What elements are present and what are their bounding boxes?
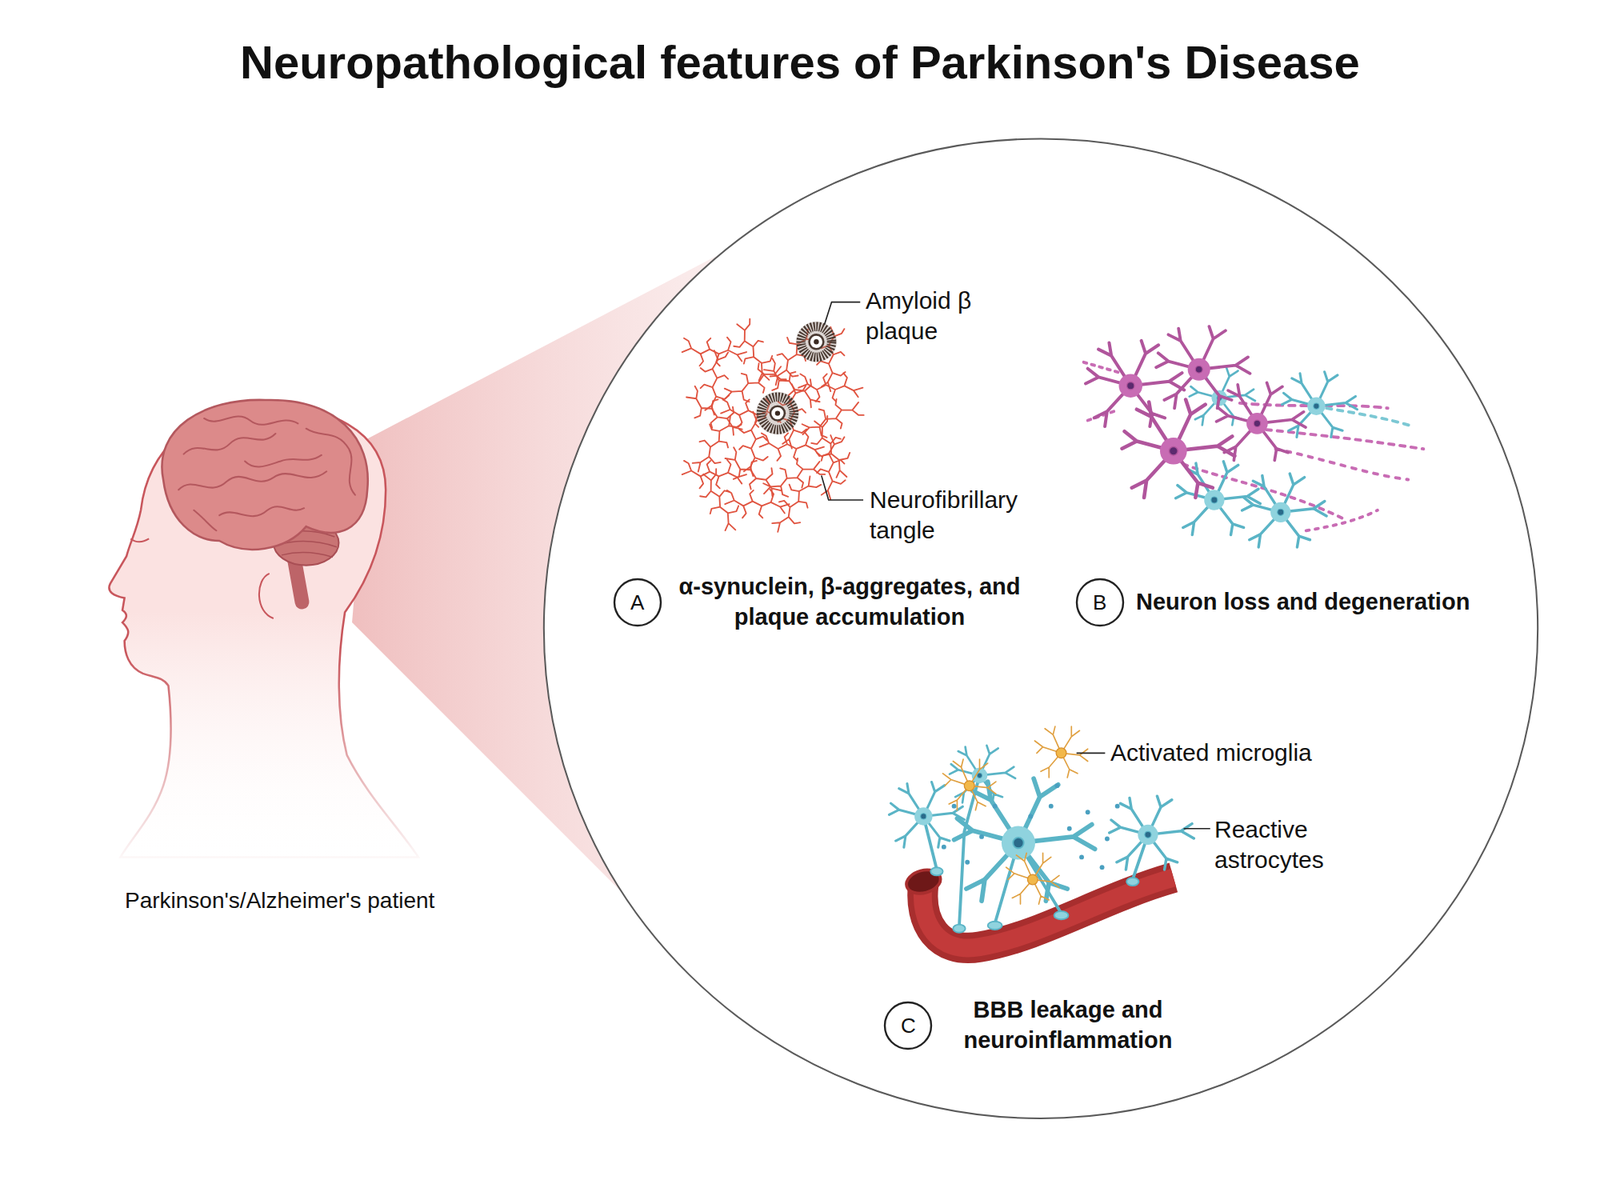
- panel-caption: α-synuclein, β-aggregates, and plaque ac…: [673, 572, 1026, 632]
- callout-label: Activated microglia: [1110, 737, 1312, 768]
- title: Neuropathological features of Parkinson'…: [240, 33, 1360, 92]
- marker-outline: [614, 579, 661, 626]
- callout-label: Amyloid β plaque: [865, 285, 1002, 346]
- marker-outline: [1076, 579, 1124, 626]
- callout-label: Neurofibrillary tangle: [869, 484, 1054, 545]
- panel-caption: BBB leakage and neuroinflammation: [944, 995, 1192, 1056]
- marker-outline: [884, 1002, 932, 1049]
- figure-caption: Parkinson's/Alzheimer's patient: [124, 886, 435, 915]
- panel-marker: BNeuron loss and degeneration: [1075, 577, 1125, 628]
- panel-marker: Aα-synuclein, β-aggregates, and plaque a…: [612, 577, 663, 628]
- panel-letter: B: [1092, 592, 1107, 613]
- panel-letter: C: [900, 1015, 916, 1036]
- panel-letter: A: [630, 592, 644, 613]
- panel-caption: Neuron loss and degeneration: [1136, 587, 1470, 618]
- panel-marker: CBBB leakage and neuroinflammation: [883, 1000, 933, 1051]
- callout-label: Reactive astrocytes: [1214, 814, 1355, 875]
